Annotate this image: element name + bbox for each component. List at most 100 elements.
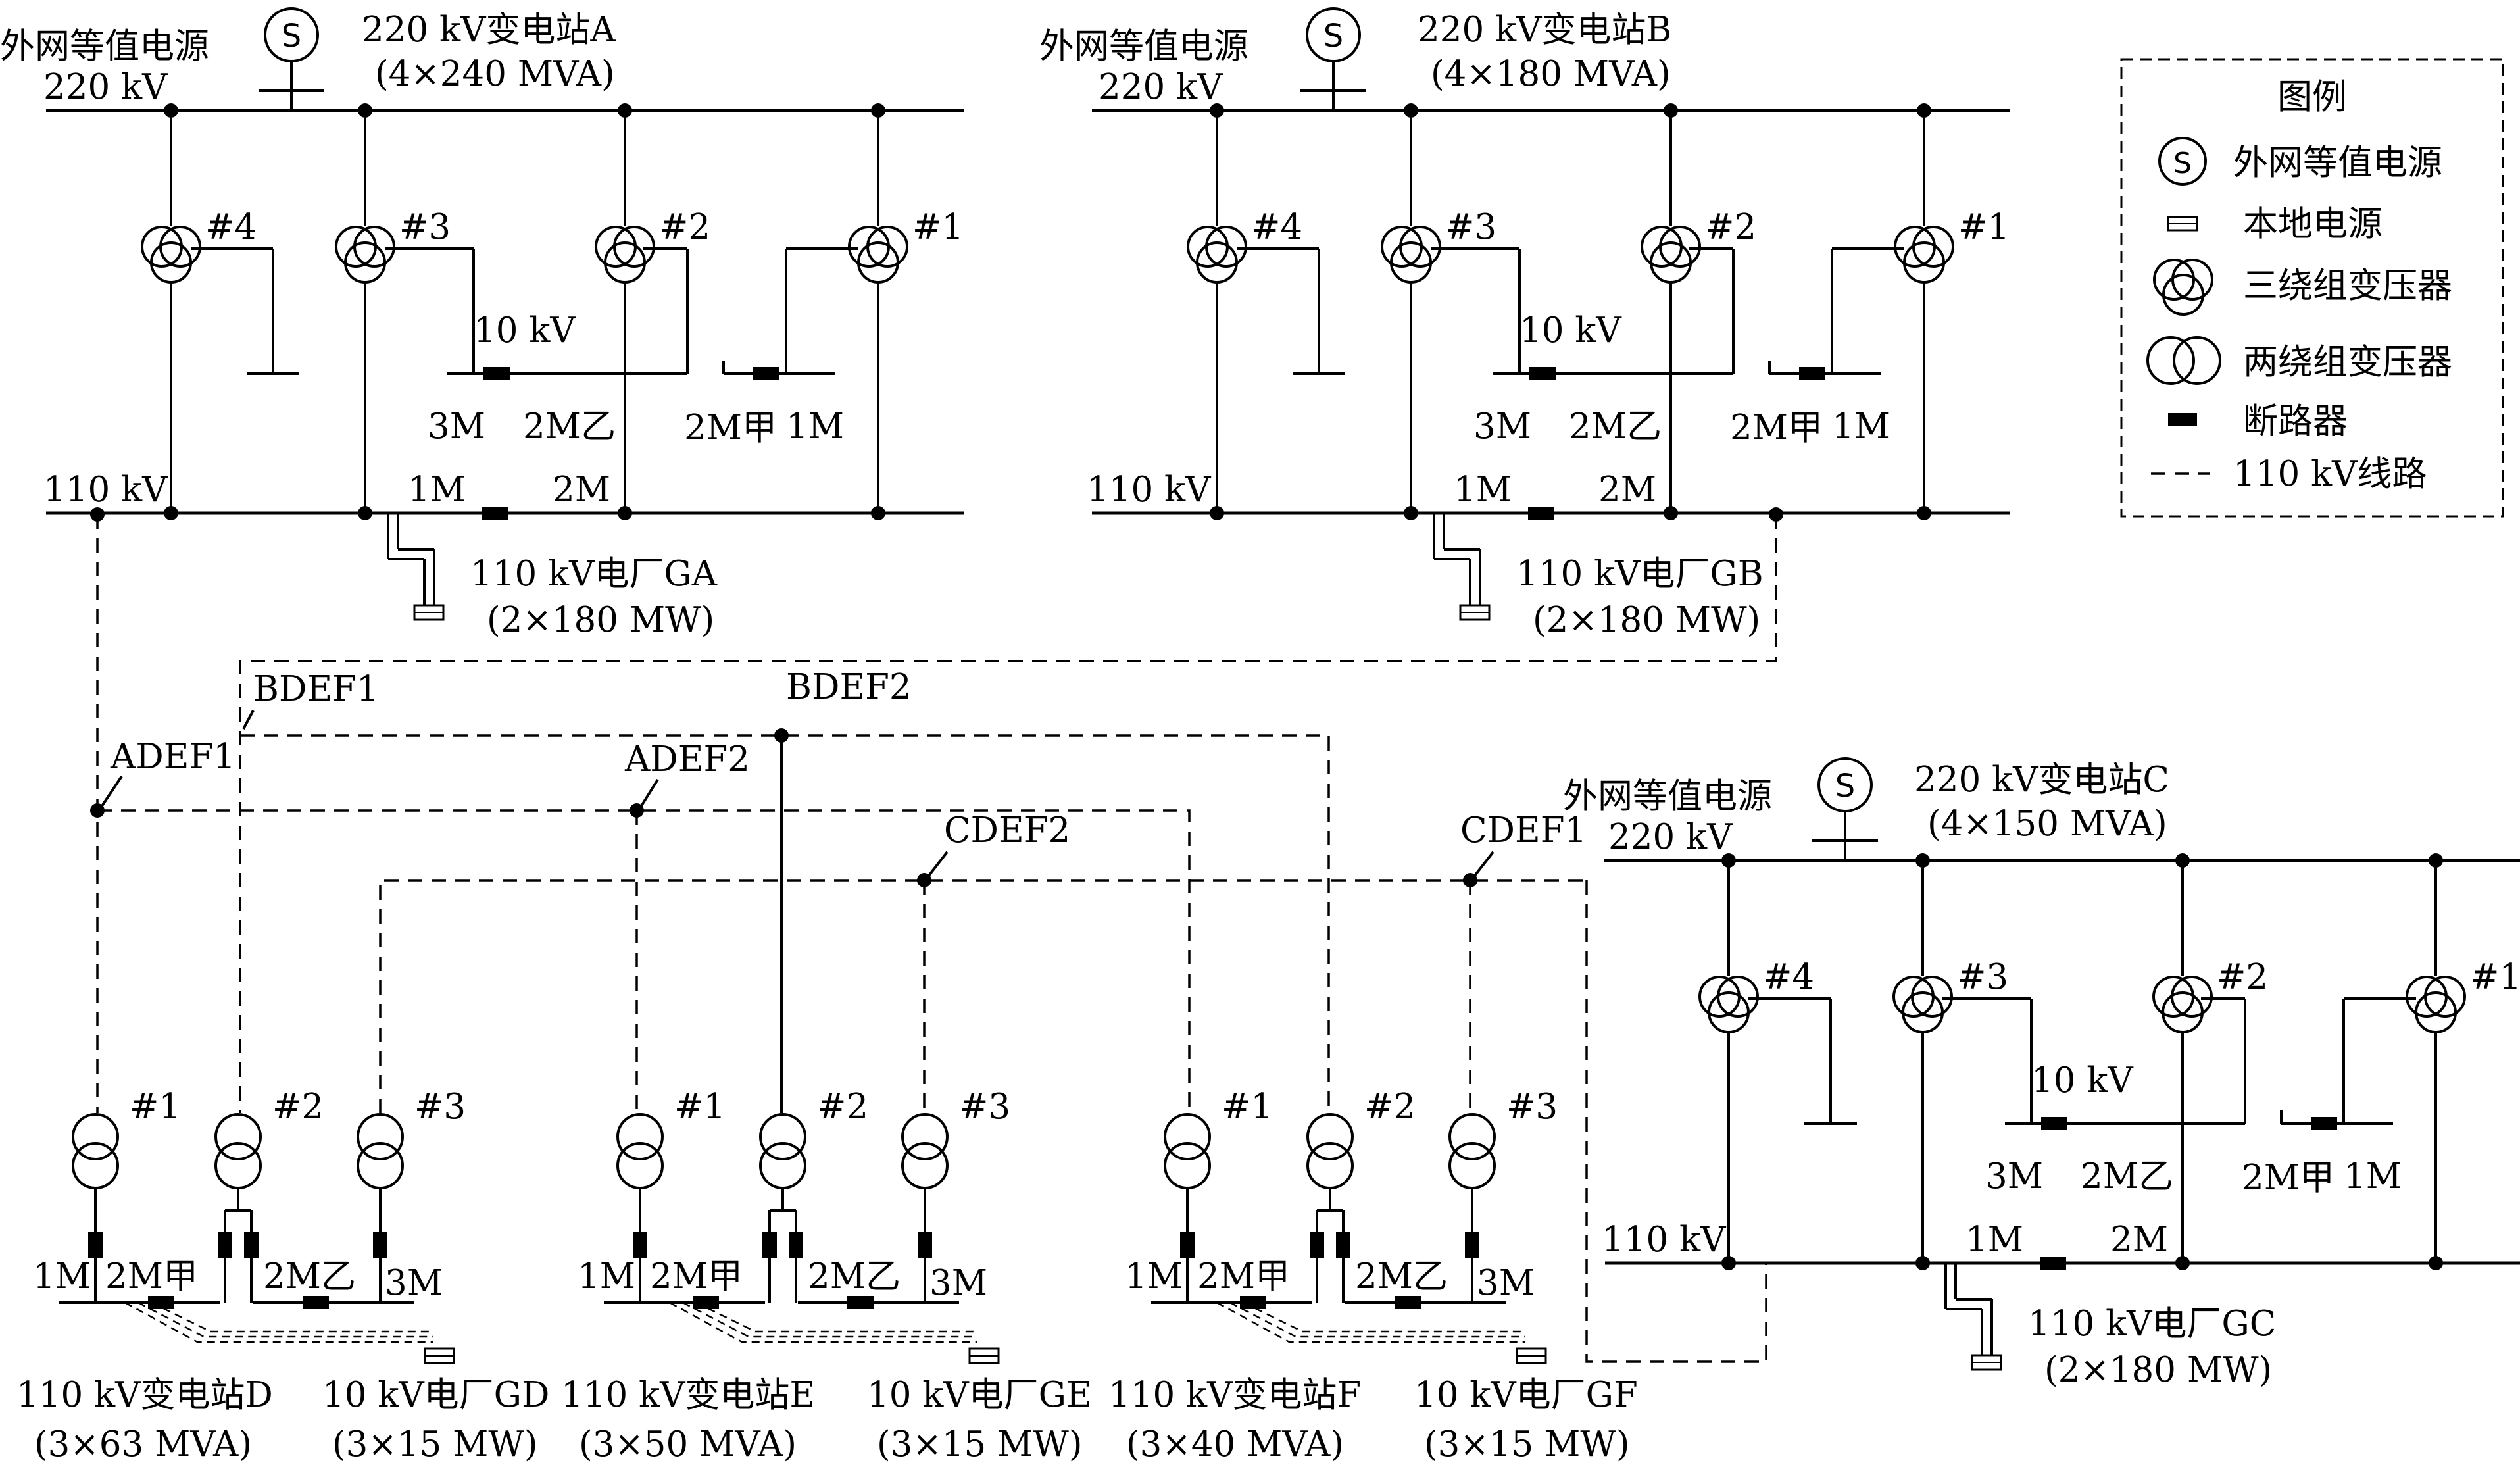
transformer-label: #2 — [659, 207, 710, 247]
station-name: 110 kV变电站D — [16, 1375, 273, 1415]
breaker — [847, 1296, 874, 1309]
legend-title: 图例 — [2277, 77, 2347, 117]
two-winding-transformer-icon — [357, 1113, 404, 1189]
transformer-label: #4 — [1251, 207, 1302, 247]
feeder-line — [151, 1301, 433, 1333]
external-source-icon: S — [1817, 757, 1873, 812]
station-capacity: (3×50 MVA) — [579, 1424, 797, 1464]
source-label: 外网等值电源 — [0, 26, 209, 66]
lv-section-1m: 1M — [1832, 407, 1890, 447]
breaker — [693, 1296, 719, 1309]
plant-name: 110 kV电厂GC — [2028, 1304, 2276, 1344]
junction-dot — [164, 103, 178, 118]
junction-dot — [1721, 853, 1736, 868]
junction-dot — [1664, 103, 1678, 118]
local-plant-icon — [413, 604, 445, 621]
station-capacity: (4×180 MVA) — [1431, 54, 1671, 94]
section-2m-yi: 2M乙 — [1355, 1257, 1448, 1297]
legend-source-icon: S — [2158, 137, 2207, 186]
junction-dot — [1917, 506, 1931, 520]
section-1m: 1M — [1125, 1257, 1183, 1297]
legend-item-external-source: 外网等值电源 — [2233, 143, 2442, 183]
breaker — [1180, 1232, 1195, 1258]
transformer-label: #3 — [399, 207, 451, 247]
three-winding-transformer-icon — [1698, 976, 1759, 1033]
three-winding-transformer-icon — [2152, 976, 2213, 1033]
junction-dot — [1210, 103, 1224, 118]
two-winding-transformer-icon — [616, 1113, 664, 1189]
hv-bus-label: 220 kV — [1608, 817, 1733, 857]
external-source-icon: S — [1306, 7, 1361, 62]
legend: 图例 S 外网等值电源 本地电源 三绕组变压器 两绕组变压器 断路器 110 k… — [2120, 58, 2504, 518]
legend-item-two-winding: 两绕组变压器 — [2243, 342, 2452, 382]
station-name: 220 kV变电站A — [362, 10, 616, 50]
junction-dot — [1404, 103, 1418, 118]
junction-dot — [2175, 1256, 2190, 1270]
local-plant-icon — [1459, 604, 1491, 621]
junction-dot — [358, 103, 372, 118]
lv-section-2m-yi: 2M乙 — [1569, 407, 1662, 447]
two-winding-transformer-icon — [901, 1113, 949, 1189]
legend-three-winding-icon — [2153, 259, 2213, 316]
local-plant-icon — [1971, 1354, 2002, 1371]
breaker — [303, 1296, 329, 1309]
transformer-label: #3 — [959, 1087, 1010, 1127]
section-2m-yi: 2M乙 — [808, 1257, 901, 1297]
plant-name: 10 kV电厂GF — [1414, 1375, 1638, 1415]
transformer-label: #2 — [2217, 957, 2268, 997]
breaker — [483, 367, 510, 380]
breaker — [789, 1232, 803, 1258]
legend-item-three-winding: 三绕组变压器 — [2243, 266, 2452, 306]
mv-section-2m: 2M — [1598, 470, 1656, 510]
station-name: 110 kV变电站E — [561, 1375, 815, 1415]
three-winding-transformer-icon — [848, 226, 908, 284]
legend-two-winding-icon — [2146, 336, 2221, 385]
lv-section-3m: 3M — [1473, 407, 1531, 447]
local-plant-icon — [968, 1347, 1000, 1364]
line-label-adef1: ADEF1 — [110, 737, 235, 777]
breaker — [218, 1232, 232, 1258]
junction-dot — [1915, 1256, 1930, 1270]
transformer-label: #3 — [414, 1087, 466, 1127]
junction-dot — [1917, 103, 1931, 118]
breaker — [633, 1232, 647, 1258]
lv-bus-label: 10 kV — [2031, 1060, 2134, 1101]
breaker — [2041, 1117, 2067, 1130]
legend-item-breaker: 断路器 — [2243, 401, 2348, 441]
junction-dot — [1210, 506, 1224, 520]
section-2m-jia: 2M甲 — [1197, 1257, 1290, 1297]
transformer-label: #1 — [130, 1087, 181, 1127]
station-capacity: (3×63 MVA) — [34, 1424, 252, 1464]
source-label: 外网等值电源 — [1563, 776, 1772, 816]
transformer-label: #3 — [1506, 1087, 1558, 1127]
transformer-label: #1 — [674, 1087, 726, 1127]
transformer-label: #2 — [272, 1087, 324, 1127]
station-capacity: (4×150 MVA) — [1927, 804, 2167, 844]
plant-name: 110 kV电厂GB — [1516, 554, 1764, 594]
mv-section-1m: 1M — [1454, 470, 1512, 510]
plant-name: 110 kV电厂GA — [470, 554, 718, 594]
legend-breaker-icon — [2168, 413, 2197, 426]
transformer-label: #4 — [1763, 957, 1814, 997]
section-2m-yi: 2M乙 — [263, 1257, 356, 1297]
mv-section-1m: 1M — [408, 470, 466, 510]
section-3m: 3M — [929, 1263, 987, 1303]
section-2m-jia: 2M甲 — [650, 1257, 743, 1297]
plant-capacity: (3×15 MW) — [332, 1424, 538, 1464]
legend-item-local-source: 本地电源 — [2243, 204, 2383, 244]
two-winding-transformer-icon — [759, 1113, 806, 1189]
lv-section-2m-jia: 2M甲 — [1730, 408, 1823, 448]
breaker — [148, 1296, 174, 1309]
line-label-bdef2: BDEF2 — [786, 667, 912, 707]
section-1m: 1M — [578, 1257, 635, 1297]
station-name: 220 kV变电站B — [1418, 10, 1671, 50]
plant-capacity: (2×180 MW) — [487, 600, 714, 640]
breaker — [244, 1232, 259, 1258]
lv-bus-label: 10 kV — [1519, 311, 1622, 351]
breaker — [1310, 1232, 1324, 1258]
junction-dot — [1664, 506, 1678, 520]
source-symbol: S — [1835, 768, 1855, 805]
